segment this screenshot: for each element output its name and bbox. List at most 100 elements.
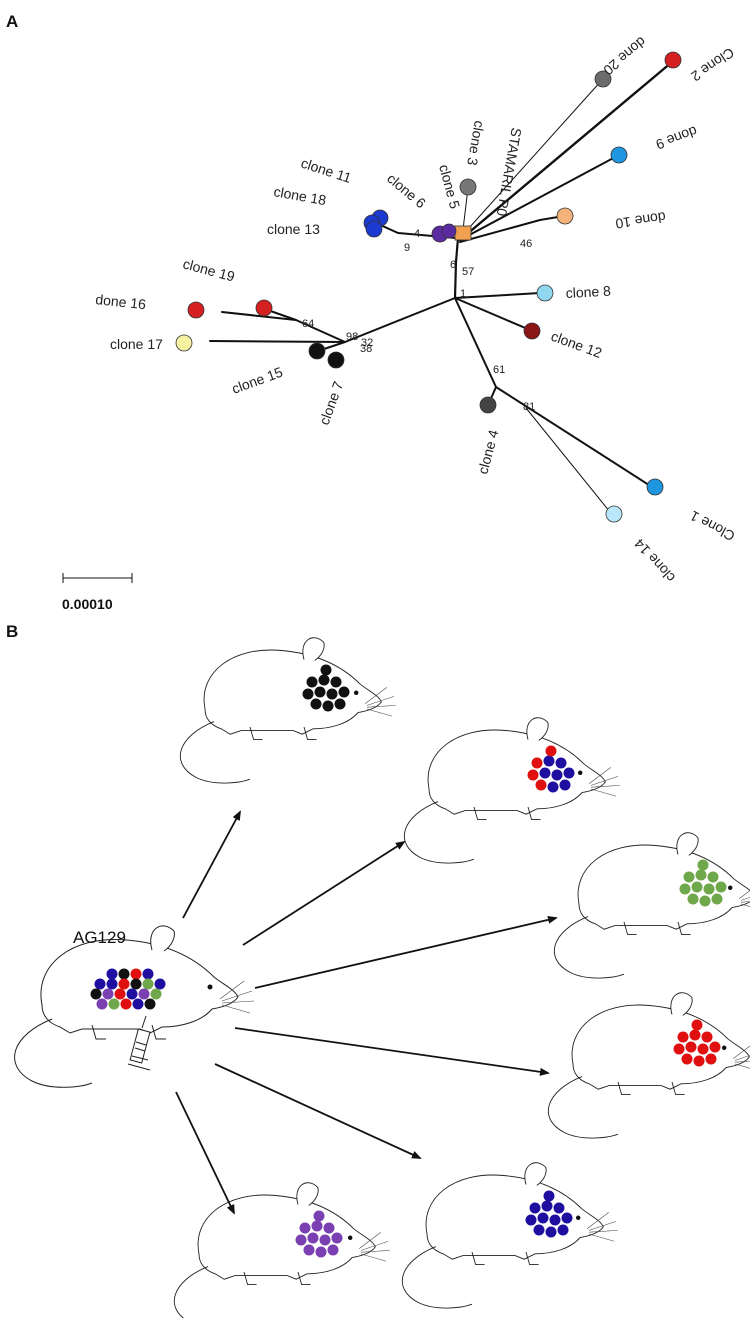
recipient-dot [313,1210,325,1222]
bootstrap-98: 98 [346,331,358,343]
recipient-dot [697,1043,709,1055]
source-dot [126,988,138,1000]
bootstrap-32: 32 [361,337,373,349]
node-clone17 [175,334,193,352]
bootstrap-57: 57 [462,266,474,278]
node-clone12 [523,322,541,340]
recipient-dot [334,698,346,710]
branch-clone19-16-internal [295,319,346,343]
label-clone9: done 9 [654,123,700,153]
bootstrap-values: 46 4 9 6 57 1 64 98 32 38 61 81 [302,228,535,413]
source-dot [106,978,118,990]
source-dot [90,988,102,1000]
source-dots [90,968,166,1010]
source-dot [96,998,108,1010]
recipient-dot [338,686,350,698]
label-clone7: clone 7 [316,379,347,427]
recipient-dot [323,1222,335,1234]
branch-clone8 [454,292,541,299]
recipient-dot [306,676,318,688]
recipient-dot [547,781,559,793]
recipient-dot [697,859,709,871]
recipient-dot [322,700,334,712]
arrow-to-purple [175,1091,235,1215]
label-clone8: clone 8 [565,283,611,301]
recipient-dot [705,1053,717,1065]
node-clone8 [536,284,554,302]
node-clone7 [327,351,345,369]
recipient-dot [545,745,557,757]
recipient-dot [320,664,332,676]
bootstrap-81: 81 [523,401,535,413]
node-clone13 [365,220,383,238]
recipient-dot [695,869,707,881]
node-clone15 [308,342,326,360]
label-stamaril: STAMARIL P0 [493,126,524,217]
recipient-dot [543,755,555,767]
branch-clone14 [525,407,611,513]
recipient-dots-black [302,664,350,712]
recipient-dot [535,779,547,791]
source-dot [150,988,162,1000]
recipient-dot [545,1226,557,1238]
recipient-dot [525,1214,537,1226]
recipient-dot [691,881,703,893]
recipient-dot [307,1232,319,1244]
tree-nodes [175,51,682,523]
arrow-to-blue [214,1063,422,1159]
recipient-dot [315,1246,327,1258]
tree-branches [209,60,674,513]
recipient-mouse-green [553,832,750,979]
source-mouse-ag129 [14,925,255,1088]
recipient-dots-red [673,1019,721,1067]
recipient-dot [543,1190,555,1202]
recipient-dot [319,1234,331,1246]
label-clone1: Clone 1 [687,508,737,545]
label-clone20: done 20 [600,34,649,79]
branch-spine-upper [454,236,460,264]
recipient-dot [310,698,322,710]
recipient-dot [673,1043,685,1055]
source-dot [118,968,130,980]
recipient-dot [561,1212,573,1224]
source-dot [118,978,130,990]
recipient-dot [302,688,314,700]
recipient-dot [549,1214,561,1226]
recipient-dot [331,1232,343,1244]
node-clone5 [441,223,457,239]
source-mouse-label: AG129 [73,928,126,947]
recipient-dot [687,893,699,905]
recipient-dot [539,767,551,779]
node-clone20 [594,70,612,88]
source-dot [154,978,166,990]
source-dot [142,978,154,990]
recipient-dot [326,688,338,700]
recipient-mouse-purple [173,1182,391,1318]
label-clone3: clone 3 [464,119,488,166]
recipient-dot [709,1041,721,1053]
branch-clone1 [495,386,653,488]
recipient-dot [683,871,695,883]
recipient-dot [330,676,342,688]
panel-a-label: A [6,12,19,31]
label-clone16: done 16 [95,291,147,312]
branch-left-internal [344,297,456,343]
source-dot [106,968,118,980]
recipient-dot [679,883,691,895]
branch-lower-internal [454,297,497,388]
branch-clone17 [209,340,346,343]
branch-clone20 [459,79,603,239]
label-clone11: clone 11 [299,155,353,186]
node-clone14 [605,505,623,523]
label-clone18: clone 18 [272,183,327,208]
phylogenetic-tree: done 20 Clone 2 done 9 done 10 clone 3 S… [62,34,737,586]
branch-clone9 [459,154,620,241]
node-stamaril-p0 [454,225,472,241]
bootstrap-4: 4 [414,228,420,240]
recipient-dot [689,1029,701,1041]
mouse-diagram [14,637,750,1318]
recipient-dots-green [679,859,727,907]
recipient-dot [691,1019,703,1031]
source-dot [102,988,114,1000]
source-dot [130,968,142,980]
